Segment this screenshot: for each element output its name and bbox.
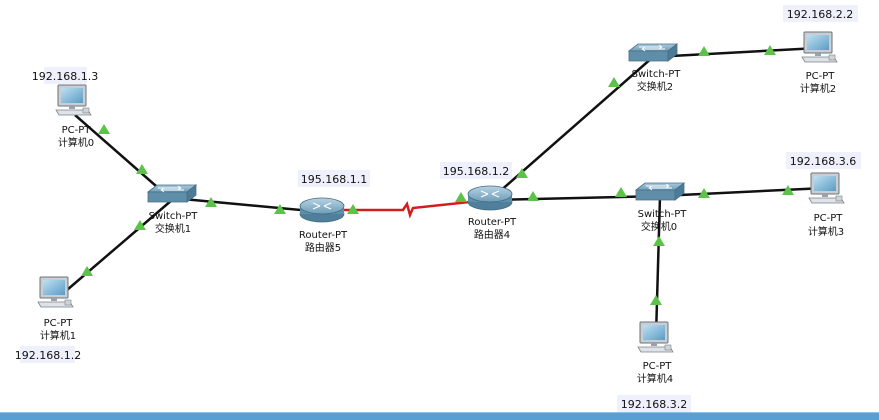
switch1-model-label: Switch-PT	[149, 211, 199, 222]
pc1-device[interactable]: PC-PT 计算机1	[37, 276, 76, 342]
port-up-indicator	[455, 192, 467, 202]
pc2-model-label: PC-PT	[806, 71, 836, 82]
pc4-ip-label: 192.168.3.2	[621, 398, 687, 411]
port-up-indicator	[81, 266, 93, 276]
router5-device[interactable]: Router-PT 路由器5	[299, 197, 348, 254]
pc0-device[interactable]: PC-PT 计算机0	[55, 84, 94, 149]
pc-icon	[637, 321, 674, 353]
link-sw0-pc3[interactable]	[659, 186, 826, 198]
switch-icon	[628, 43, 678, 62]
port-up-indicator	[698, 188, 710, 198]
port-up-indicator	[615, 187, 627, 197]
pc-icon	[808, 172, 845, 204]
pc2-ip-label: 192.168.2.2	[787, 8, 853, 21]
port-up-indicator	[134, 220, 146, 230]
link-sw0-pc4[interactable]	[654, 195, 662, 337]
port-up-indicator	[653, 236, 665, 246]
link-pc1-sw1[interactable]	[59, 199, 173, 297]
port-indicators	[81, 45, 794, 305]
router4-model-label: Router-PT	[468, 217, 517, 228]
workspace-bottom-bar	[0, 412, 879, 420]
router4-name-label: 路由器4	[474, 228, 510, 241]
pc3-ip-label: 192.168.3.6	[790, 155, 856, 168]
port-up-indicator	[274, 204, 286, 214]
pc1-ip-label: 192.168.1.2	[15, 349, 81, 362]
port-up-indicator	[136, 164, 148, 174]
router5-name-label: 路由器5	[305, 241, 341, 254]
pc3-name-label: 计算机3	[808, 225, 844, 238]
switch-icon	[635, 182, 685, 201]
pc3-model-label: PC-PT	[814, 213, 844, 224]
switch0-device[interactable]: Switch-PT 交换机0	[635, 182, 688, 233]
switch0-model-label: Switch-PT	[638, 209, 688, 220]
switch2-name-label: 交换机2	[637, 80, 673, 93]
link-sw1-r5[interactable]	[171, 196, 323, 214]
switch2-model-label: Switch-PT	[632, 69, 682, 80]
pc4-device[interactable]: PC-PT 计算机4	[637, 321, 674, 385]
pc2-device[interactable]: PC-PT 计算机2	[800, 31, 838, 95]
switch2-device[interactable]: Switch-PT 交换机2	[628, 43, 682, 93]
pc-icon	[801, 31, 838, 63]
link-r4-sw2[interactable]	[489, 56, 654, 201]
router5-ip-label: 195.168.1.1	[301, 173, 367, 186]
port-up-indicator	[527, 191, 539, 201]
router5-model-label: Router-PT	[299, 230, 348, 241]
port-up-indicator	[698, 46, 710, 56]
pc0-name-label: 计算机0	[58, 136, 94, 149]
pc3-device[interactable]: PC-PT 计算机3	[808, 172, 845, 238]
router-icon	[299, 197, 345, 223]
pc1-model-label: PC-PT	[44, 318, 74, 329]
router4-ip-label: 195.168.1.2	[443, 165, 509, 178]
port-up-indicator	[764, 45, 776, 55]
pc4-name-label: 计算机4	[637, 372, 673, 385]
pc2-name-label: 计算机2	[800, 82, 836, 95]
link-r4-sw0[interactable]	[489, 194, 661, 202]
port-up-indicator	[608, 77, 620, 87]
router-icon	[467, 185, 513, 211]
pc1-name-label: 计算机1	[40, 329, 76, 342]
port-up-indicator	[782, 185, 794, 195]
link-r5-r4-serial[interactable]	[322, 198, 489, 219]
link-sw2-pc2[interactable]	[652, 46, 819, 59]
pc0-model-label: PC-PT	[62, 125, 92, 136]
switch1-device[interactable]: Switch-PT 交换机1	[147, 184, 199, 235]
switch1-name-label: 交换机1	[155, 222, 191, 235]
port-up-indicator	[98, 124, 110, 134]
pc0-ip-label: 192.168.1.3	[32, 70, 98, 83]
port-up-indicator	[650, 295, 662, 305]
pc4-model-label: PC-PT	[643, 361, 673, 372]
pc-icon	[55, 84, 92, 116]
port-up-indicator	[347, 204, 359, 214]
router4-device[interactable]: Router-PT 路由器4	[467, 185, 517, 241]
pc-icon	[37, 276, 74, 308]
port-up-indicator	[516, 168, 528, 178]
switch-icon	[147, 184, 197, 203]
switch0-name-label: 交换机0	[641, 220, 677, 233]
port-up-indicator	[205, 197, 217, 207]
